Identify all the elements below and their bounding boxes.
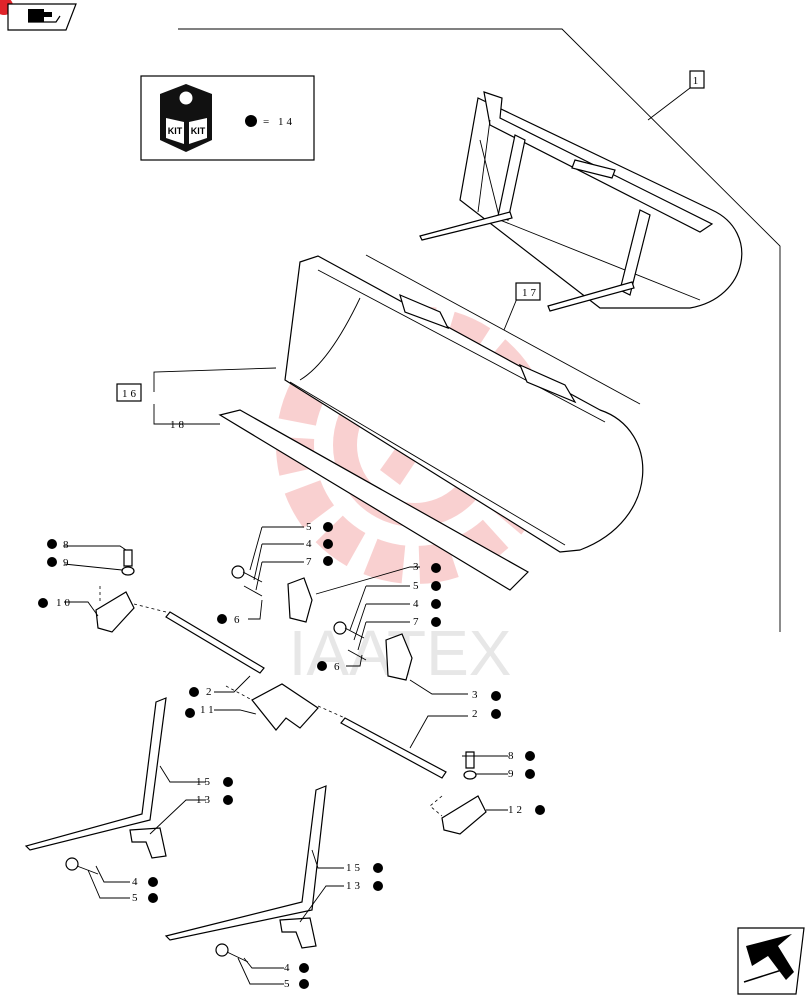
eye-pin-a[interactable] bbox=[231, 565, 263, 583]
svg-text:KIT: KIT bbox=[191, 126, 206, 136]
callout-10[interactable]: 10 bbox=[56, 597, 73, 609]
callout-5[interactable]: 5 bbox=[284, 978, 293, 990]
ref-line bbox=[365, 254, 641, 405]
callout-16[interactable]: 16 bbox=[116, 383, 142, 402]
frame-line bbox=[178, 28, 781, 632]
qty-dot bbox=[245, 115, 257, 127]
callout-11[interactable]: 11 bbox=[200, 704, 217, 716]
callout-15[interactable]: 15 bbox=[346, 862, 363, 874]
fork-right[interactable] bbox=[164, 785, 327, 949]
bracket-upper[interactable] bbox=[287, 577, 313, 623]
callout-8[interactable]: 8 bbox=[508, 750, 517, 762]
nut-right[interactable] bbox=[463, 770, 477, 780]
callout-4[interactable]: 4 bbox=[306, 538, 315, 550]
callout-5[interactable]: 5 bbox=[306, 521, 315, 533]
kit-quantity: = 14 bbox=[263, 116, 295, 128]
pin-rod-left[interactable] bbox=[165, 611, 265, 674]
callout-13[interactable]: 13 bbox=[346, 880, 363, 892]
eye-pin-b[interactable] bbox=[333, 621, 365, 639]
bucket-with-forks[interactable] bbox=[419, 91, 743, 312]
callout-12[interactable]: 12 bbox=[508, 804, 525, 816]
callout-18[interactable]: 18 bbox=[170, 419, 187, 431]
callout-7[interactable]: 7 bbox=[413, 616, 422, 628]
fork-left[interactable] bbox=[24, 697, 167, 859]
svg-text:1: 1 bbox=[693, 75, 702, 87]
callout-13[interactable]: 13 bbox=[196, 794, 213, 806]
svg-text:17: 17 bbox=[522, 287, 539, 299]
callout-6[interactable]: 6 bbox=[334, 661, 343, 673]
hook-left[interactable] bbox=[95, 591, 135, 633]
cutting-edge[interactable] bbox=[218, 409, 529, 591]
callout-9[interactable]: 9 bbox=[63, 557, 72, 569]
callout-6[interactable]: 6 bbox=[234, 614, 243, 626]
back-arrow-icon bbox=[746, 934, 794, 980]
svg-text:KIT: KIT bbox=[168, 126, 183, 136]
next-page-button[interactable] bbox=[737, 927, 805, 995]
eye-pin-c[interactable] bbox=[65, 857, 99, 875]
lynch-pin-b[interactable] bbox=[347, 649, 367, 661]
pin-rod-right[interactable] bbox=[340, 717, 447, 779]
callout-1[interactable]: 1 bbox=[689, 70, 705, 89]
lynch-pin-a[interactable] bbox=[243, 585, 263, 597]
callout-7[interactable]: 7 bbox=[306, 556, 315, 568]
callout-4[interactable]: 4 bbox=[413, 598, 422, 610]
callout-2[interactable]: 2 bbox=[472, 708, 481, 720]
kit-icon: KIT KIT bbox=[160, 84, 212, 152]
svg-text:16: 16 bbox=[122, 388, 139, 400]
bolt-left[interactable] bbox=[123, 549, 133, 567]
eye-pin-d[interactable] bbox=[215, 943, 249, 963]
callout-5[interactable]: 5 bbox=[413, 580, 422, 592]
callout-15[interactable]: 15 bbox=[196, 776, 213, 788]
nut-left[interactable] bbox=[121, 566, 135, 576]
callout-3[interactable]: 3 bbox=[413, 561, 422, 573]
callout-5[interactable]: 5 bbox=[132, 892, 141, 904]
callout-9[interactable]: 9 bbox=[508, 768, 517, 780]
kit-box: KIT KIT = 14 bbox=[140, 75, 315, 161]
bracket-lower[interactable] bbox=[385, 633, 413, 681]
callout-17[interactable]: 17 bbox=[515, 282, 541, 301]
callout-8[interactable]: 8 bbox=[63, 539, 72, 551]
callout-2[interactable]: 2 bbox=[206, 686, 215, 698]
folder-arrow-icon bbox=[28, 9, 52, 22]
callouts: 1 17 16 18 5 4 7 6 3 5 4 7 6 3 2 8 bbox=[38, 70, 705, 990]
callout-4[interactable]: 4 bbox=[284, 962, 293, 974]
bucket[interactable] bbox=[284, 255, 644, 553]
callout-3[interactable]: 3 bbox=[472, 689, 481, 701]
nav-tab[interactable] bbox=[0, 0, 77, 31]
coupler[interactable] bbox=[251, 683, 319, 731]
callout-4[interactable]: 4 bbox=[132, 876, 141, 888]
hook-right[interactable] bbox=[441, 795, 487, 835]
